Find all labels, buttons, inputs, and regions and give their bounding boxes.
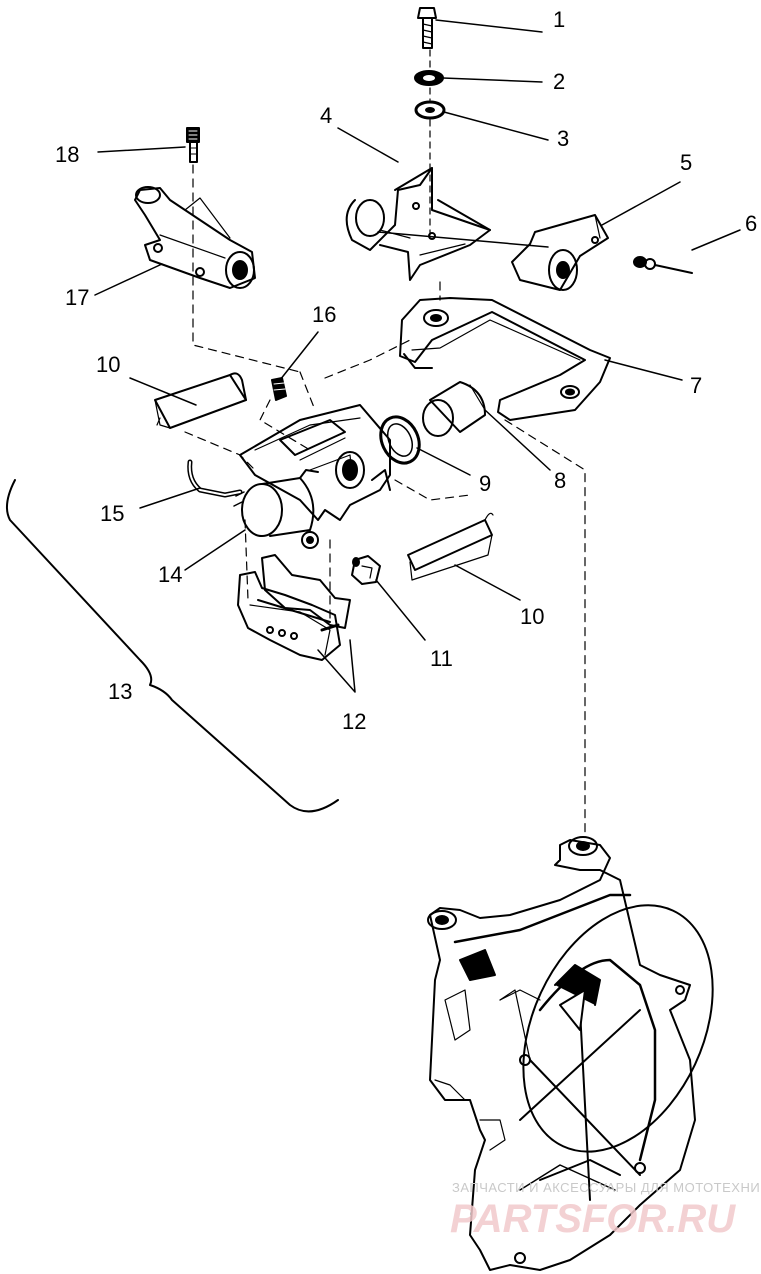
callout-10-top: 10	[96, 352, 120, 377]
leader-lines	[94, 19, 741, 693]
callout-14: 14	[158, 562, 182, 587]
part-9-o-ring	[379, 415, 421, 465]
callout-15: 15	[100, 501, 124, 526]
part-2-lock-washer	[414, 70, 444, 86]
part-16-bleeder	[271, 377, 287, 401]
callout-3: 3	[557, 126, 569, 151]
part-17-master-cylinder	[134, 186, 256, 289]
part-7-bracket-frame	[399, 297, 611, 421]
part-18-bleed-screw	[186, 127, 200, 163]
callout-17: 17	[65, 285, 89, 310]
watermark-logo: PARTSFOR.RU	[450, 1197, 736, 1241]
part-12-brake-pads	[237, 554, 351, 661]
callouts: 1 2 3 4 5 6 7 8 9 10 10 11 12 13 14 15 1…	[55, 7, 757, 734]
part-15-hose	[187, 459, 243, 498]
callout-1: 1	[553, 7, 565, 32]
callout-10-bottom: 10	[520, 604, 544, 629]
callout-4: 4	[320, 103, 332, 128]
watermark-tagline: ЗАПЧАСТИ И АКСЕССУАРЫ ДЛЯ МОТОТЕХНИКИ	[452, 1180, 761, 1195]
part-14-piston	[233, 469, 319, 549]
part-6-pin	[633, 256, 693, 274]
callout-2: 2	[553, 69, 565, 94]
part-10-shim-top	[154, 372, 247, 429]
callout-16: 16	[312, 302, 336, 327]
part-10-shim-bottom	[407, 512, 494, 581]
callout-18: 18	[55, 142, 79, 167]
callout-13: 13	[108, 679, 132, 704]
callout-9: 9	[479, 471, 491, 496]
callout-8: 8	[554, 468, 566, 493]
group-13-bracket	[5, 479, 339, 813]
part-3-flat-washer	[414, 100, 446, 120]
chaincase	[427, 836, 714, 1271]
part-11-nut	[351, 555, 381, 585]
caliper-housing	[239, 404, 391, 521]
part-1-bolt	[417, 7, 437, 49]
callout-6: 6	[745, 211, 757, 236]
part-4-mount-bracket	[345, 167, 491, 281]
callout-11: 11	[430, 646, 453, 671]
part-5-pivot-arm	[377, 214, 609, 291]
callout-7: 7	[690, 373, 702, 398]
part-8-sleeve	[422, 381, 486, 437]
assembly-lines	[184, 164, 586, 836]
callout-5: 5	[680, 150, 692, 175]
callout-12: 12	[342, 709, 366, 734]
watermark: ЗАПЧАСТИ И АКСЕССУАРЫ ДЛЯ МОТОТЕХНИКИ PA…	[450, 1180, 761, 1241]
